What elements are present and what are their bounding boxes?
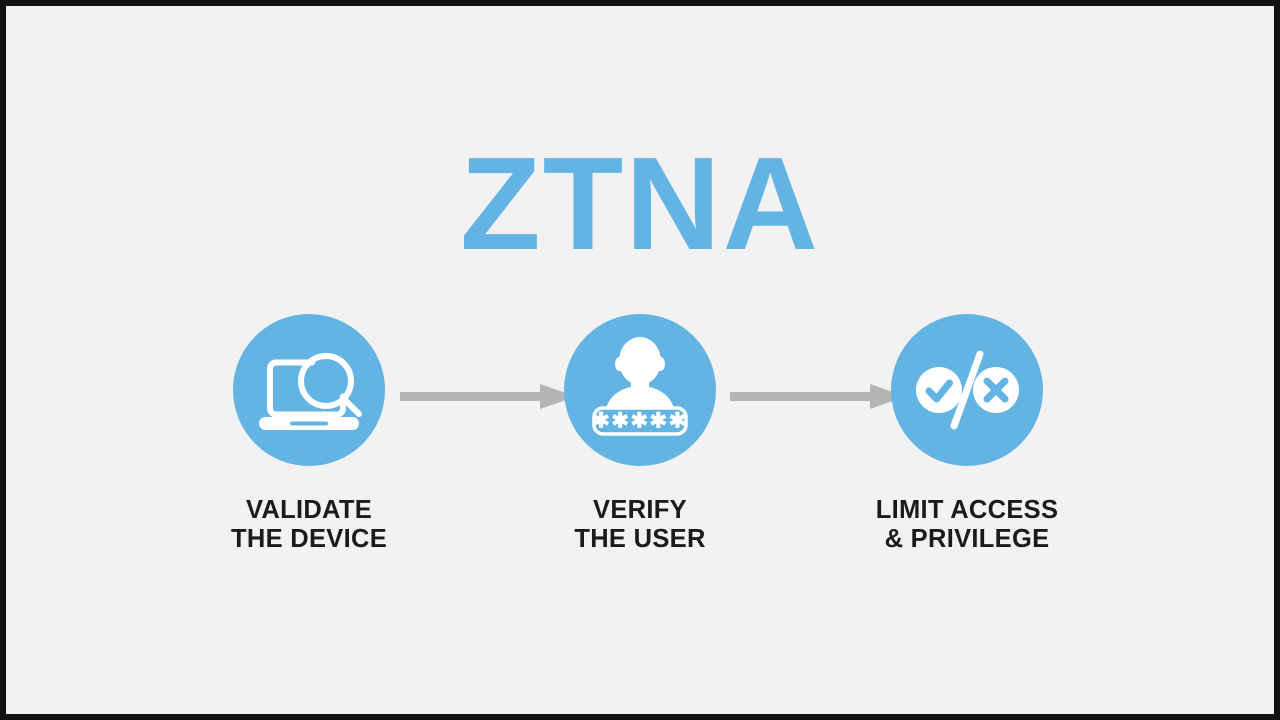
step-limit-access-and-privilege: LIMIT ACCESS & PRIVILEGE	[837, 314, 1097, 553]
page-title: ZTNA	[460, 130, 820, 277]
step-label: VALIDATE THE DEVICE	[230, 496, 388, 553]
slide-canvas: ZTNA VALIDATE THE DEVICE	[6, 6, 1274, 714]
laptop-magnifier-icon	[259, 353, 362, 430]
password-mask-text: ✱✱✱✱✱	[592, 410, 687, 433]
arrow-right-icon	[730, 384, 906, 409]
arrow-step1-to-step2	[400, 380, 576, 414]
check-slash-cross-icon	[916, 350, 1019, 430]
arrow-step2-to-step3	[730, 380, 906, 414]
step-icon-circle	[891, 314, 1043, 466]
step-icon-circle: ✱✱✱✱✱	[564, 314, 716, 466]
close-icon	[983, 377, 1009, 403]
step-verify-the-user: ✱✱✱✱✱ VERIFY THE USER	[510, 314, 770, 553]
step-validate-the-device: VALIDATE THE DEVICE	[179, 314, 439, 553]
arrow-right-icon	[400, 384, 576, 409]
check-badge	[916, 367, 962, 413]
step-label: VERIFY THE USER	[574, 496, 706, 553]
user-password-icon: ✱✱✱✱✱	[592, 337, 688, 436]
step-icon-circle	[233, 314, 385, 466]
check-mark-icon	[925, 379, 953, 403]
step-label: LIMIT ACCESS & PRIVILEGE	[875, 496, 1059, 553]
